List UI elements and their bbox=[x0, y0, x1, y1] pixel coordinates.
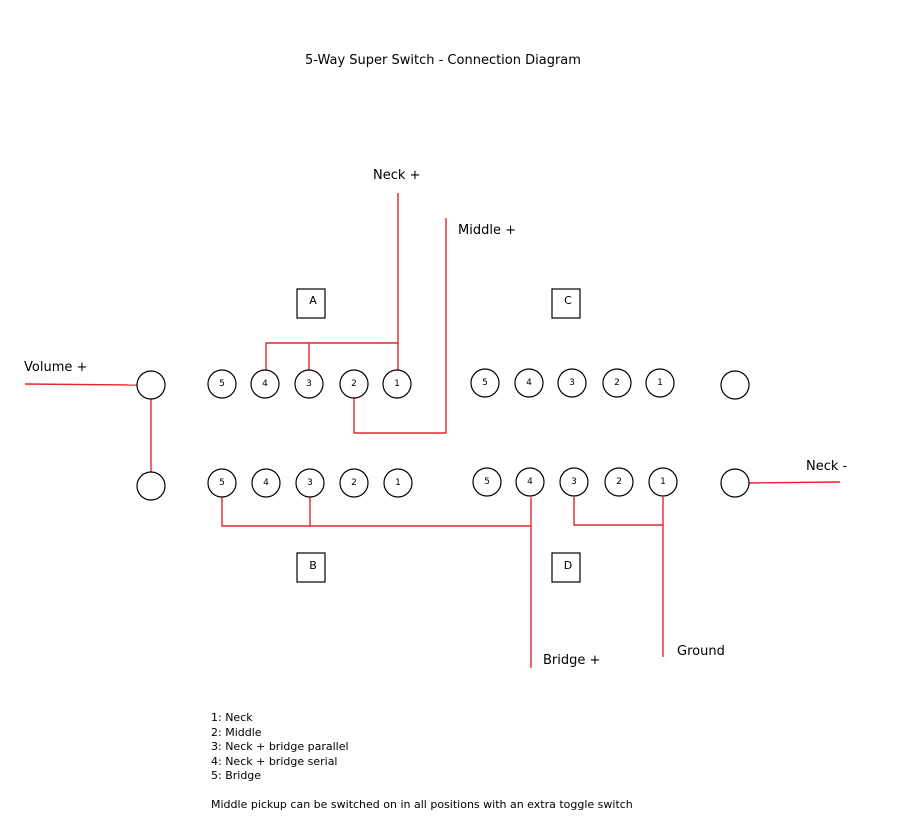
lug-number-deck-a-5: 5 bbox=[219, 379, 225, 389]
lug-circle-deck-d-3 bbox=[559, 467, 589, 497]
lug-circle-deck-d-4 bbox=[515, 467, 545, 497]
lug-number-deck-c-4: 4 bbox=[526, 378, 532, 388]
lug-circle-deck-c-4 bbox=[514, 368, 544, 398]
wires bbox=[24, 193, 841, 668]
deck-b-lug5-wire bbox=[221, 497, 531, 527]
deck-label-b: B bbox=[309, 559, 317, 572]
lug-circle-deck-b-2 bbox=[339, 468, 369, 498]
legend-item: 3: Neck + bridge parallel bbox=[211, 740, 349, 754]
deck-label-d: D bbox=[564, 559, 572, 572]
lug-circle-deck-a-2 bbox=[339, 369, 369, 399]
common-terminal-bottom-left bbox=[136, 471, 166, 501]
lug-circle-deck-c-3 bbox=[557, 368, 587, 398]
lug-circle-deck-a-3 bbox=[294, 369, 324, 399]
lug-number-deck-b-1: 1 bbox=[395, 478, 401, 488]
lug-number-deck-d-5: 5 bbox=[484, 477, 490, 487]
lug-number-deck-a-1: 1 bbox=[394, 379, 400, 389]
lug-circle-deck-d-2 bbox=[604, 467, 634, 497]
lug-number-deck-d-4: 4 bbox=[527, 477, 533, 487]
neck-minus-wire bbox=[748, 481, 841, 484]
common-terminal-top-right bbox=[720, 370, 750, 400]
deck-d-lug3-wire bbox=[573, 497, 663, 526]
lug-circle-deck-c-5 bbox=[470, 368, 500, 398]
lug-circle-deck-d-1 bbox=[648, 467, 678, 497]
lug-number-deck-b-5: 5 bbox=[219, 478, 225, 488]
lug-number-deck-b-2: 2 bbox=[351, 478, 357, 488]
volume-plus-label: Volume + bbox=[24, 360, 87, 375]
lug-number-deck-d-2: 2 bbox=[616, 477, 622, 487]
neck-minus-label: Neck - bbox=[806, 459, 848, 474]
toggle-note: Middle pickup can be switched on in all … bbox=[211, 797, 633, 811]
lug-number-deck-c-5: 5 bbox=[482, 378, 488, 388]
lug-number-deck-c-2: 2 bbox=[614, 378, 620, 388]
deck-box-b: B bbox=[296, 552, 326, 583]
lug-circle-deck-a-1 bbox=[382, 369, 412, 399]
legend-item: 1: Neck bbox=[211, 711, 253, 724]
lug-number-deck-a-2: 2 bbox=[351, 379, 357, 389]
lug-number-deck-d-3: 3 bbox=[571, 477, 577, 487]
bridge-plus-label: Bridge + bbox=[543, 653, 600, 668]
lug-circle-deck-d-5 bbox=[472, 467, 502, 497]
lug-number-deck-b-3: 3 bbox=[307, 478, 313, 488]
lug-circle-deck-b-3 bbox=[295, 468, 325, 498]
deck-box-d: D bbox=[551, 552, 581, 583]
legend: 1: Neck 2: Middle 3: Neck + bridge paral… bbox=[211, 711, 633, 813]
lug-circle-deck-c-2 bbox=[602, 368, 632, 398]
lug-circle-deck-a-4 bbox=[250, 369, 280, 399]
lug-number-deck-b-4: 4 bbox=[263, 478, 269, 488]
neck-plus-label: Neck + bbox=[373, 168, 420, 183]
lug-circle-deck-b-4 bbox=[251, 468, 281, 498]
middle-plus-wire bbox=[353, 218, 447, 434]
lug-number-deck-c-1: 1 bbox=[657, 378, 663, 388]
deck-box-a: A bbox=[296, 288, 326, 319]
deck-box-c: C bbox=[551, 288, 581, 319]
volume-wire bbox=[24, 383, 139, 386]
ground-label: Ground bbox=[677, 644, 725, 659]
lug-circle-deck-b-5 bbox=[207, 468, 237, 498]
middle-plus-label: Middle + bbox=[458, 223, 516, 238]
deck-label-c: C bbox=[564, 294, 572, 307]
lug-circle-deck-a-5 bbox=[207, 369, 237, 399]
deck-a-lug4-lug1-wire bbox=[265, 342, 398, 371]
lug-circle-deck-b-1 bbox=[383, 468, 413, 498]
legend-item: 2: Middle bbox=[211, 725, 262, 739]
lug-number-deck-a-3: 3 bbox=[306, 379, 312, 389]
lug-number-deck-c-3: 3 bbox=[569, 378, 575, 388]
common-terminal-bottom-right bbox=[720, 468, 750, 498]
lug-number-deck-a-4: 4 bbox=[262, 379, 268, 389]
common-terminal-top-left bbox=[136, 370, 166, 400]
switch-lugs: 5 4 3 2 1 5 4 3 2 1 5 4 3 2 1 5 4 3 2 1 bbox=[207, 368, 678, 498]
legend-item: 4: Neck + bridge serial bbox=[211, 754, 338, 768]
lug-number-deck-d-1: 1 bbox=[660, 477, 666, 487]
lug-circle-deck-c-1 bbox=[645, 368, 675, 398]
diagram-title: 5-Way Super Switch - Connection Diagram bbox=[305, 53, 581, 68]
legend-item: 5: Bridge bbox=[211, 769, 262, 783]
deck-label-a: A bbox=[309, 294, 317, 307]
